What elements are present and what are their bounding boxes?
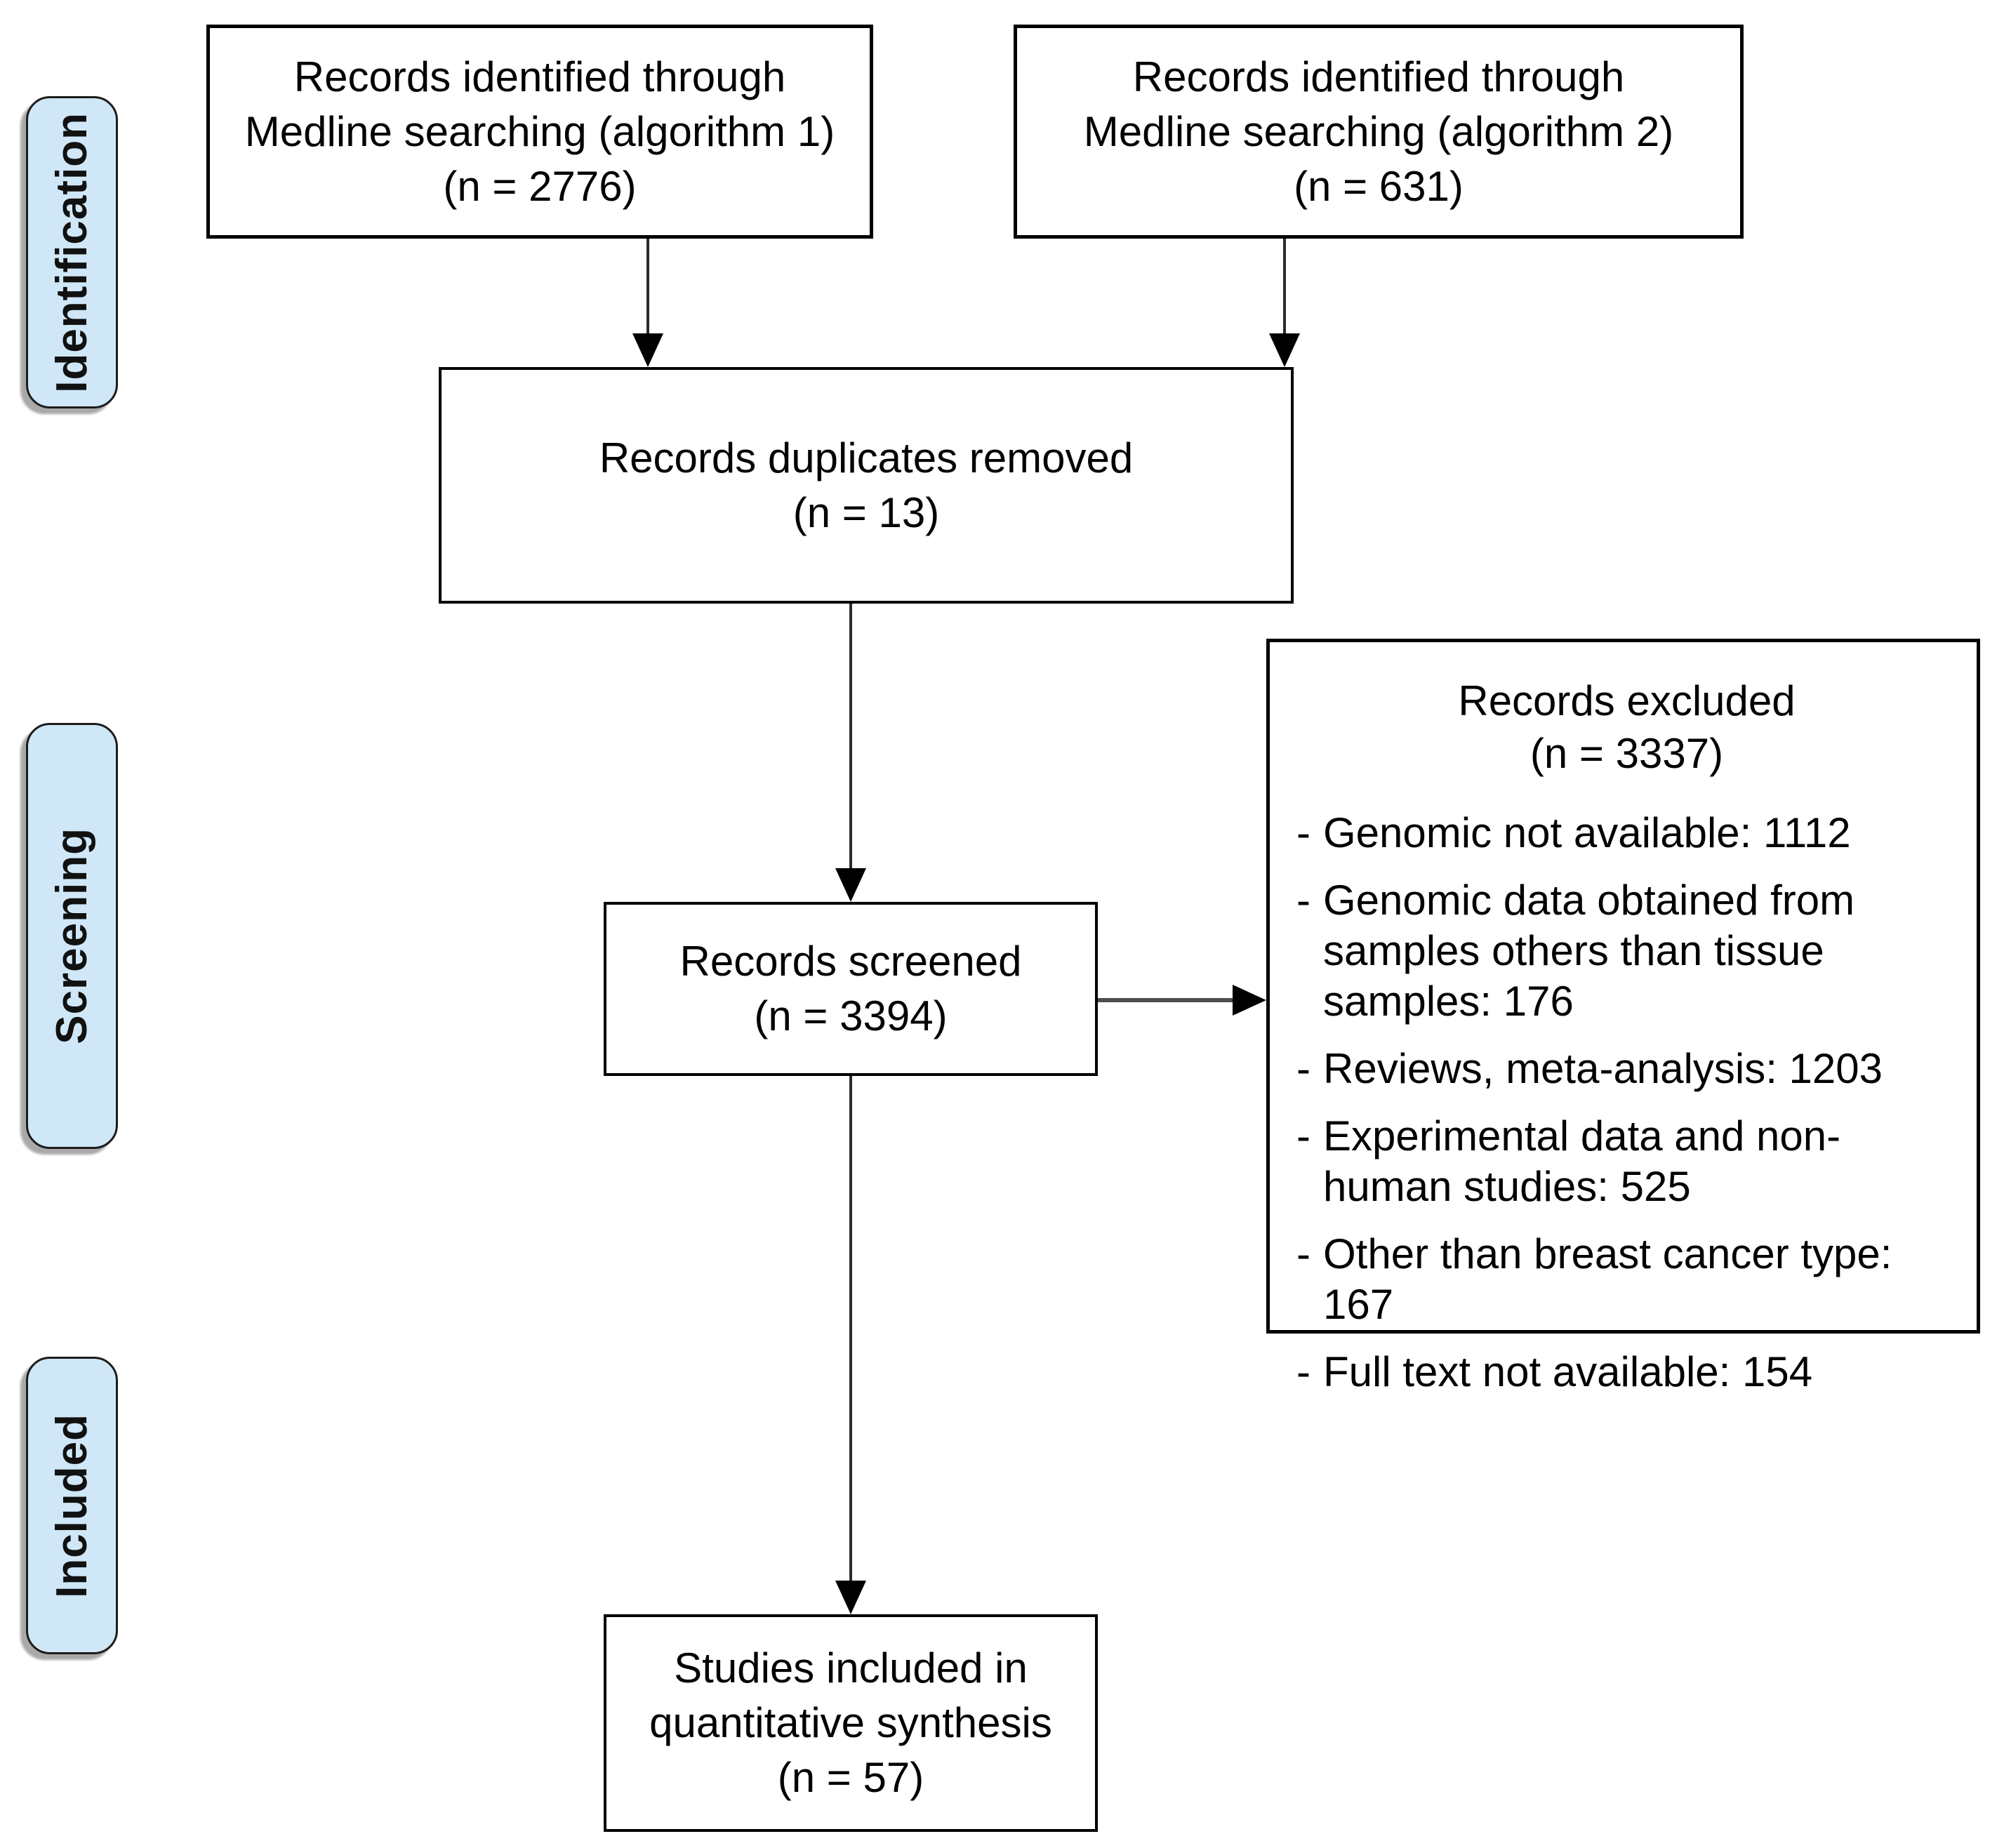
- box-text-line: Records identified through: [1132, 53, 1625, 100]
- excluded-reason-item: - Full text not available: 154: [1296, 1347, 1957, 1397]
- bullet-dash: -: [1296, 877, 1310, 924]
- arrow-search1-to-duplicates: [646, 239, 649, 335]
- box-records-identified-algorithm-2: Records identified through Medline searc…: [1014, 25, 1744, 239]
- box-text-line: Records screened: [679, 938, 1022, 985]
- stage-pill-identification: Identification: [26, 96, 118, 408]
- excluded-reason-list: - Genomic not available: 1112 - Genomic …: [1296, 808, 1957, 1397]
- bullet-dash: -: [1296, 1045, 1310, 1092]
- box-text-line: quantitative synthesis: [649, 1699, 1052, 1746]
- arrow-down-icon: [1269, 333, 1300, 367]
- box-text-line: Records identified through: [293, 53, 786, 100]
- excluded-reason-text: Reviews, meta-analysis: 1203: [1323, 1045, 1883, 1092]
- arrow-down-icon: [835, 1581, 866, 1614]
- bullet-dash: -: [1296, 1230, 1310, 1277]
- box-text-line: Medline searching (algorithm 1): [244, 107, 835, 155]
- bullet-dash: -: [1296, 809, 1310, 856]
- box-duplicates-removed: Records duplicates removed (n = 13): [439, 367, 1294, 604]
- excluded-reason-item: - Genomic data obtained from samples oth…: [1296, 875, 1957, 1027]
- excluded-reason-item: - Genomic not available: 1112: [1296, 808, 1957, 858]
- box-text-line: (n = 13): [792, 488, 940, 536]
- excluded-reason-text: Genomic data obtained from samples other…: [1323, 877, 1855, 1025]
- excluded-reason-text: Other than breast cancer type: 167: [1323, 1230, 1892, 1328]
- excluded-reason-item: - Other than breast cancer type: 167: [1296, 1229, 1957, 1330]
- excluded-reason-text: Experimental data and non-human studies:…: [1323, 1112, 1841, 1210]
- arrow-screened-to-excluded: [1098, 998, 1234, 1002]
- stage-pill-screening: Screening: [26, 723, 118, 1149]
- arrow-search2-to-duplicates: [1283, 239, 1286, 335]
- excluded-reason-text: Genomic not available: 1112: [1323, 809, 1851, 856]
- stage-label-screening: Screening: [48, 827, 96, 1044]
- box-text-line: Records duplicates removed: [599, 434, 1134, 481]
- excluded-reason-item: - Experimental data and non-human studie…: [1296, 1111, 1957, 1212]
- box-records-identified-algorithm-1: Records identified through Medline searc…: [206, 25, 873, 239]
- arrow-down-icon: [632, 333, 663, 367]
- stage-label-identification: Identification: [48, 112, 96, 393]
- excluded-count: (n = 3337): [1529, 730, 1724, 777]
- box-text-line: (n = 2776): [443, 162, 637, 210]
- box-text-line: Medline searching (algorithm 2): [1083, 107, 1674, 155]
- box-records-excluded: Records excluded (n = 3337) - Genomic no…: [1266, 639, 1980, 1395]
- arrow-screened-to-included: [849, 1076, 852, 1583]
- box-studies-included: Studies included in quantitative synthes…: [604, 1614, 1098, 1832]
- stage-label-included: Included: [48, 1413, 96, 1598]
- arrow-right-icon: [1233, 985, 1266, 1016]
- arrow-duplicates-to-screened: [849, 604, 852, 870]
- bullet-dash: -: [1296, 1112, 1310, 1159]
- arrow-down-icon: [835, 868, 866, 902]
- excluded-reason-text: Full text not available: 154: [1323, 1348, 1813, 1395]
- box-text-line: (n = 3394): [754, 992, 948, 1039]
- stage-pill-included: Included: [26, 1357, 118, 1654]
- box-text-line: Studies included in: [674, 1644, 1028, 1691]
- excluded-title: Records excluded: [1458, 677, 1796, 724]
- excluded-reason-item: - Reviews, meta-analysis: 1203: [1296, 1044, 1957, 1094]
- box-text-line: (n = 631): [1294, 162, 1464, 210]
- box-records-screened: Records screened (n = 3394): [604, 902, 1098, 1076]
- box-text-line: (n = 57): [777, 1754, 924, 1801]
- bullet-dash: -: [1296, 1348, 1310, 1395]
